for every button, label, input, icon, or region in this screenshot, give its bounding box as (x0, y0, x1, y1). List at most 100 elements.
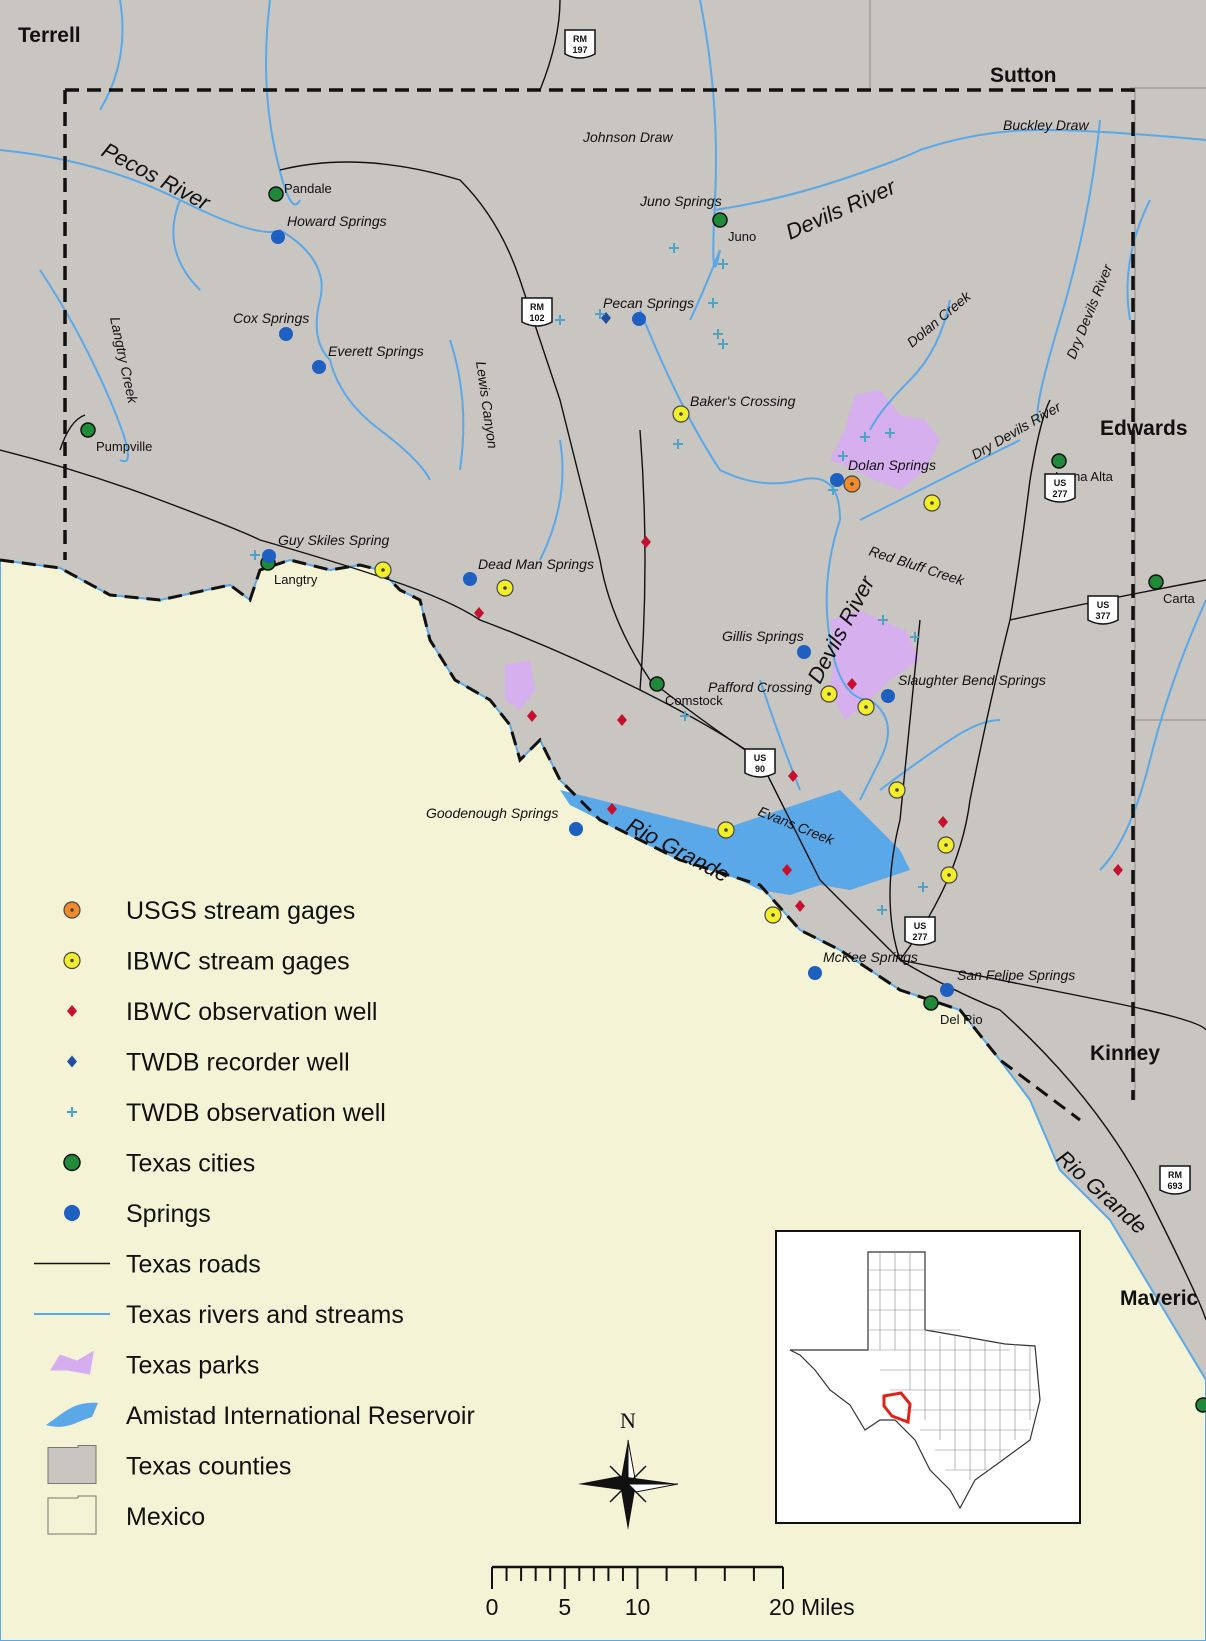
san-felipe-springs-label: San Felipe Springs (957, 967, 1075, 983)
legend-label: USGS stream gages (126, 897, 355, 925)
legend-label: Texas counties (126, 1453, 291, 1481)
mckee-springs-label: McKee Springs (823, 949, 918, 965)
pandale-city-label: Pandale (284, 181, 332, 196)
svg-text:US: US (914, 921, 927, 931)
legend-item-stream: Texas rivers and streams (34, 1301, 404, 1329)
legend-item-mexico: Mexico (47, 1495, 205, 1535)
svg-text:US: US (754, 753, 767, 763)
svg-text:RM: RM (573, 34, 587, 44)
svg-text:RM: RM (1168, 1170, 1182, 1180)
legend-item-usgs-gage: USGS stream gages (63, 897, 355, 925)
dolan-springs-label: Dolan Springs (848, 457, 936, 473)
del-rio-city-label: Del Rio (940, 1012, 983, 1027)
svg-text:102: 102 (529, 313, 544, 323)
pumpville-city-marker (80, 422, 96, 438)
rio-grande-border (0, 558, 1081, 1122)
legend-item-park: Texas parks (50, 1350, 259, 1380)
reservoir-symbol (46, 1402, 98, 1427)
legend-item-twdb-observation: TWDB observation well (67, 1099, 386, 1127)
legend-item-reservoir: Amistad International Reservoir (46, 1402, 475, 1430)
legend-item-city: Texas cities (63, 1150, 255, 1178)
county-label-kinney: Kinney (1090, 1042, 1160, 1065)
north-arrow: N (578, 1408, 679, 1530)
legend-label: Texas parks (126, 1352, 259, 1380)
legend-label: Amistad International Reservoir (126, 1402, 475, 1430)
svg-text:277: 277 (1052, 489, 1067, 499)
legend-item-ibwc-gage: IBWC stream gages (63, 948, 350, 976)
legend-label: Texas cities (126, 1150, 255, 1178)
twdb-observation-well-markers (250, 243, 928, 915)
svg-text:US: US (1097, 600, 1110, 610)
pecan-springs-label: Pecan Springs (603, 295, 694, 311)
ibwc-gage-symbol (63, 951, 81, 970)
county-label-edwards: Edwards (1100, 417, 1188, 440)
langtry-city-label: Langtry (274, 572, 318, 587)
county-lines (869, 0, 1206, 1100)
spring-symbol (64, 1205, 80, 1221)
legend-item-twdb-recorder: TWDB recorder well (67, 1049, 350, 1077)
del-rio-city-marker (923, 995, 939, 1011)
svg-text:N: N (620, 1408, 636, 1433)
howard-springs-label: Howard Springs (287, 213, 387, 229)
comstock-city-label: Comstock (665, 693, 723, 708)
guy-skiles-spring-label: Guy Skiles Spring (278, 532, 389, 548)
san-felipe-springs-marker (940, 983, 954, 997)
legend-label: Texas roads (126, 1251, 261, 1279)
legend-item-county: Texas counties (47, 1445, 291, 1484)
gillis-springs-label: Gillis Springs (722, 628, 804, 644)
cox-springs-label: Cox Springs (233, 310, 309, 326)
shield-rm102: RM 102 (521, 297, 553, 327)
bakers-crossing-label: Baker's Crossing (690, 393, 796, 409)
legend-label: TWDB observation well (126, 1099, 386, 1127)
svg-text:277: 277 (912, 932, 927, 942)
road-shields: RM 197 RM 102 US 277 US 377 US 90 US 277 (521, 29, 1191, 1195)
svg-text:197: 197 (572, 45, 587, 55)
amistad-reservoir (560, 790, 910, 895)
ibwc-gage-dots (381, 412, 951, 917)
twdb-recorder-symbol (67, 1055, 77, 1068)
shield-rm197: RM 197 (564, 29, 596, 59)
city-symbol (63, 1153, 81, 1172)
legend-item-road: Texas roads (34, 1251, 261, 1279)
pafford-crossing-label: Pafford Crossing (708, 679, 812, 695)
study-area-box (65, 88, 1135, 1100)
county-label-terrell: Terrell (18, 24, 81, 47)
carta-city-marker (1148, 574, 1164, 590)
legend-label: Springs (126, 1200, 211, 1228)
legend-item-spring: Springs (64, 1200, 211, 1228)
usgs-gage-symbol (63, 901, 81, 919)
maverick-city-marker (1195, 1397, 1206, 1413)
dead-man-springs-label: Dead Man Springs (478, 556, 594, 572)
svg-text:90: 90 (755, 764, 765, 774)
scale-label: 0 (486, 1594, 499, 1620)
shield-us90: US 90 (744, 748, 776, 778)
carta-city-label: Carta (1163, 591, 1196, 606)
scale-label: 20 Miles (769, 1594, 855, 1620)
svg-text:693: 693 (1167, 1181, 1182, 1191)
county-label-maverick: Maveric (1120, 1287, 1199, 1310)
everett-springs-marker (312, 360, 326, 374)
svg-text:RM: RM (530, 302, 544, 312)
ibwc-well-symbol (67, 1005, 77, 1017)
spring-markers (262, 230, 954, 997)
legend-label: IBWC stream gages (126, 948, 350, 976)
county-label-sutton: Sutton (990, 64, 1056, 87)
slaughter-bend-springs-label: Slaughter Bend Springs (898, 672, 1046, 688)
park-symbol (50, 1350, 94, 1375)
everett-springs-label: Everett Springs (328, 343, 424, 359)
gillis-springs-marker (797, 645, 811, 659)
county-symbol (47, 1445, 97, 1484)
buckley-draw-label: Buckley Draw (1003, 117, 1089, 133)
svg-text:US: US (1054, 478, 1067, 488)
goodenough-springs-label: Goodenough Springs (426, 805, 558, 821)
twdb-observation-symbol (67, 1107, 77, 1117)
legend-item-ibwc-well: IBWC observation well (67, 998, 377, 1026)
dolan-springs-marker (830, 473, 844, 487)
legend-label: Mexico (126, 1503, 205, 1531)
loma-alta-city-marker (1051, 453, 1067, 469)
texas-locator-inset (775, 1230, 1081, 1524)
